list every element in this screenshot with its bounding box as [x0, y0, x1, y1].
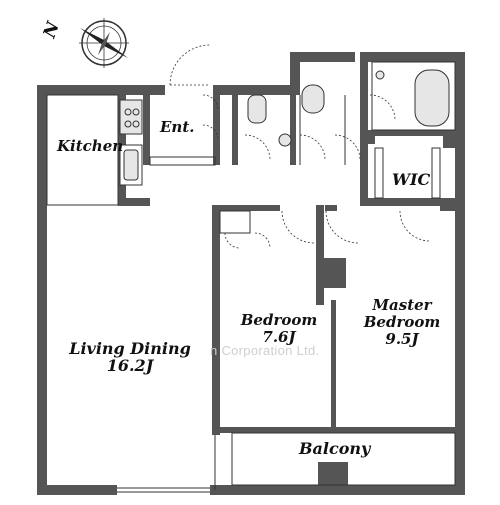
balcony-label: Balcony [299, 439, 371, 458]
bedroom-name: Bedroom [240, 311, 318, 329]
master-bedroom-label: Master Bedroom 9.5J [352, 297, 452, 348]
bedroom-size: 7.6J [262, 328, 296, 346]
wic-label: WIC [392, 170, 431, 189]
master-bedroom-name-line1: Master [372, 296, 432, 314]
interior-lines [46, 61, 456, 493]
bedroom-label: Bedroom 7.6J [232, 312, 326, 346]
door-swings [169, 44, 431, 249]
kitchen-label: Kitchen [57, 137, 124, 155]
compass [79, 18, 129, 68]
fixtures [119, 69, 450, 186]
entrance-label: Ent. [160, 118, 195, 136]
living-dining-name: Living Dining [69, 339, 191, 358]
master-bedroom-size: 9.5J [385, 330, 419, 348]
master-bedroom-name-line2: Bedroom [363, 313, 441, 331]
watermark: n Corporation Ltd. [210, 343, 320, 358]
living-dining-label: Living Dining 16.2J [62, 340, 198, 374]
living-dining-size: 16.2J [106, 356, 154, 375]
